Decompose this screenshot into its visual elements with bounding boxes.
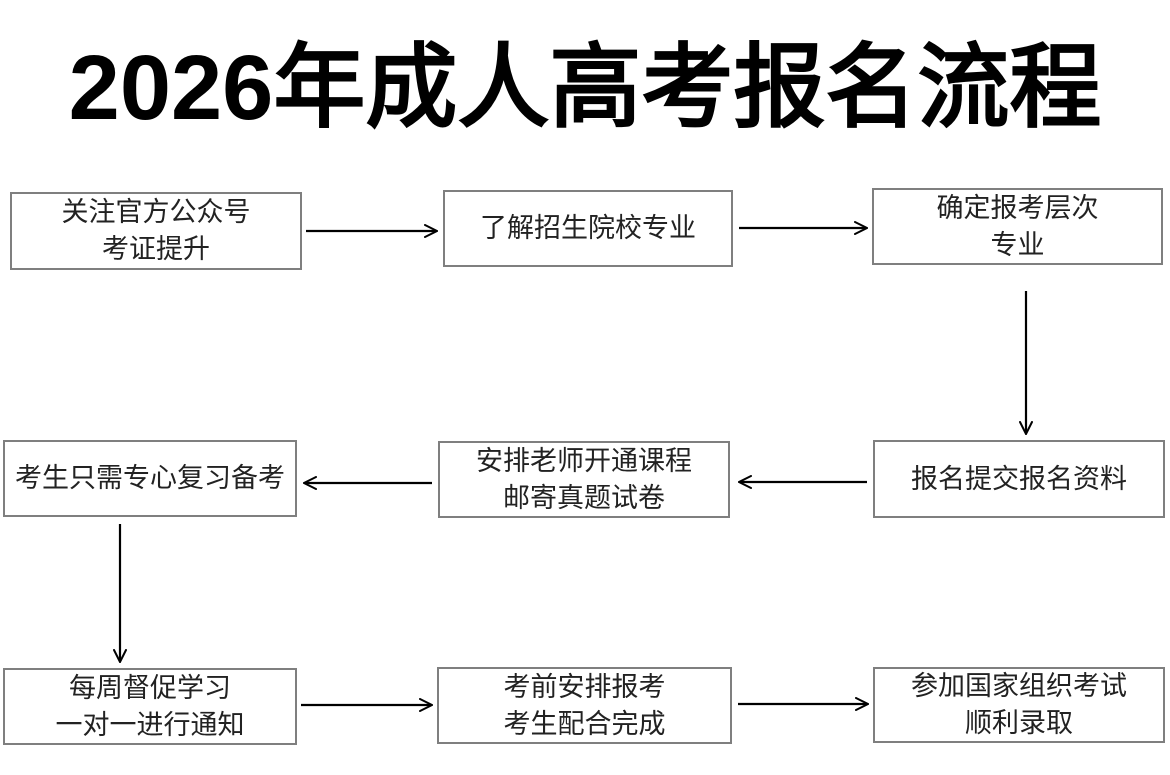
step-text-line: 确定报考层次 bbox=[936, 192, 1099, 223]
step-text-line: 专业 bbox=[990, 229, 1045, 260]
step-weekly-supervision: 每周督促学习 一对一进行通知 bbox=[3, 668, 297, 745]
step-text-line: 考前安排报考 bbox=[503, 671, 666, 702]
step-text-line: 考证提升 bbox=[102, 234, 210, 264]
step-follow-official-account: 关注官方公众号 考证提升 bbox=[10, 192, 302, 270]
step-submit-materials: 报名提交报名资料 bbox=[873, 440, 1165, 518]
step-text-line: 邮寄真题试卷 bbox=[503, 482, 665, 513]
step-text-line: 考生只需专心复习备考 bbox=[15, 463, 285, 493]
step-text-line: 每周督促学习 bbox=[69, 672, 231, 703]
step-choose-level-major: 确定报考层次 专业 bbox=[872, 188, 1163, 265]
step-text-line: 顺利录取 bbox=[965, 708, 1073, 738]
step-open-courses-mail-papers: 安排老师开通课程 邮寄真题试卷 bbox=[438, 441, 730, 518]
step-text-line: 安排老师开通课程 bbox=[476, 445, 692, 476]
step-pre-exam-arrangement: 考前安排报考 考生配合完成 bbox=[437, 667, 732, 744]
step-text-line: 关注官方公众号 bbox=[61, 197, 251, 227]
step-text-line: 了解招生院校专业 bbox=[480, 213, 696, 243]
step-text-line: 考生配合完成 bbox=[503, 708, 666, 739]
step-text-line: 一对一进行通知 bbox=[55, 709, 245, 740]
step-text-line: 报名提交报名资料 bbox=[911, 463, 1127, 494]
page-title: 2026年成人高考报名流程 bbox=[68, 37, 1102, 139]
step-learn-schools-majors: 了解招生院校专业 bbox=[443, 190, 733, 267]
step-focus-on-review: 考生只需专心复习备考 bbox=[3, 440, 297, 517]
step-take-exam-admission: 参加国家组织考试 顺利录取 bbox=[873, 667, 1165, 743]
step-text-line: 参加国家组织考试 bbox=[911, 671, 1127, 701]
